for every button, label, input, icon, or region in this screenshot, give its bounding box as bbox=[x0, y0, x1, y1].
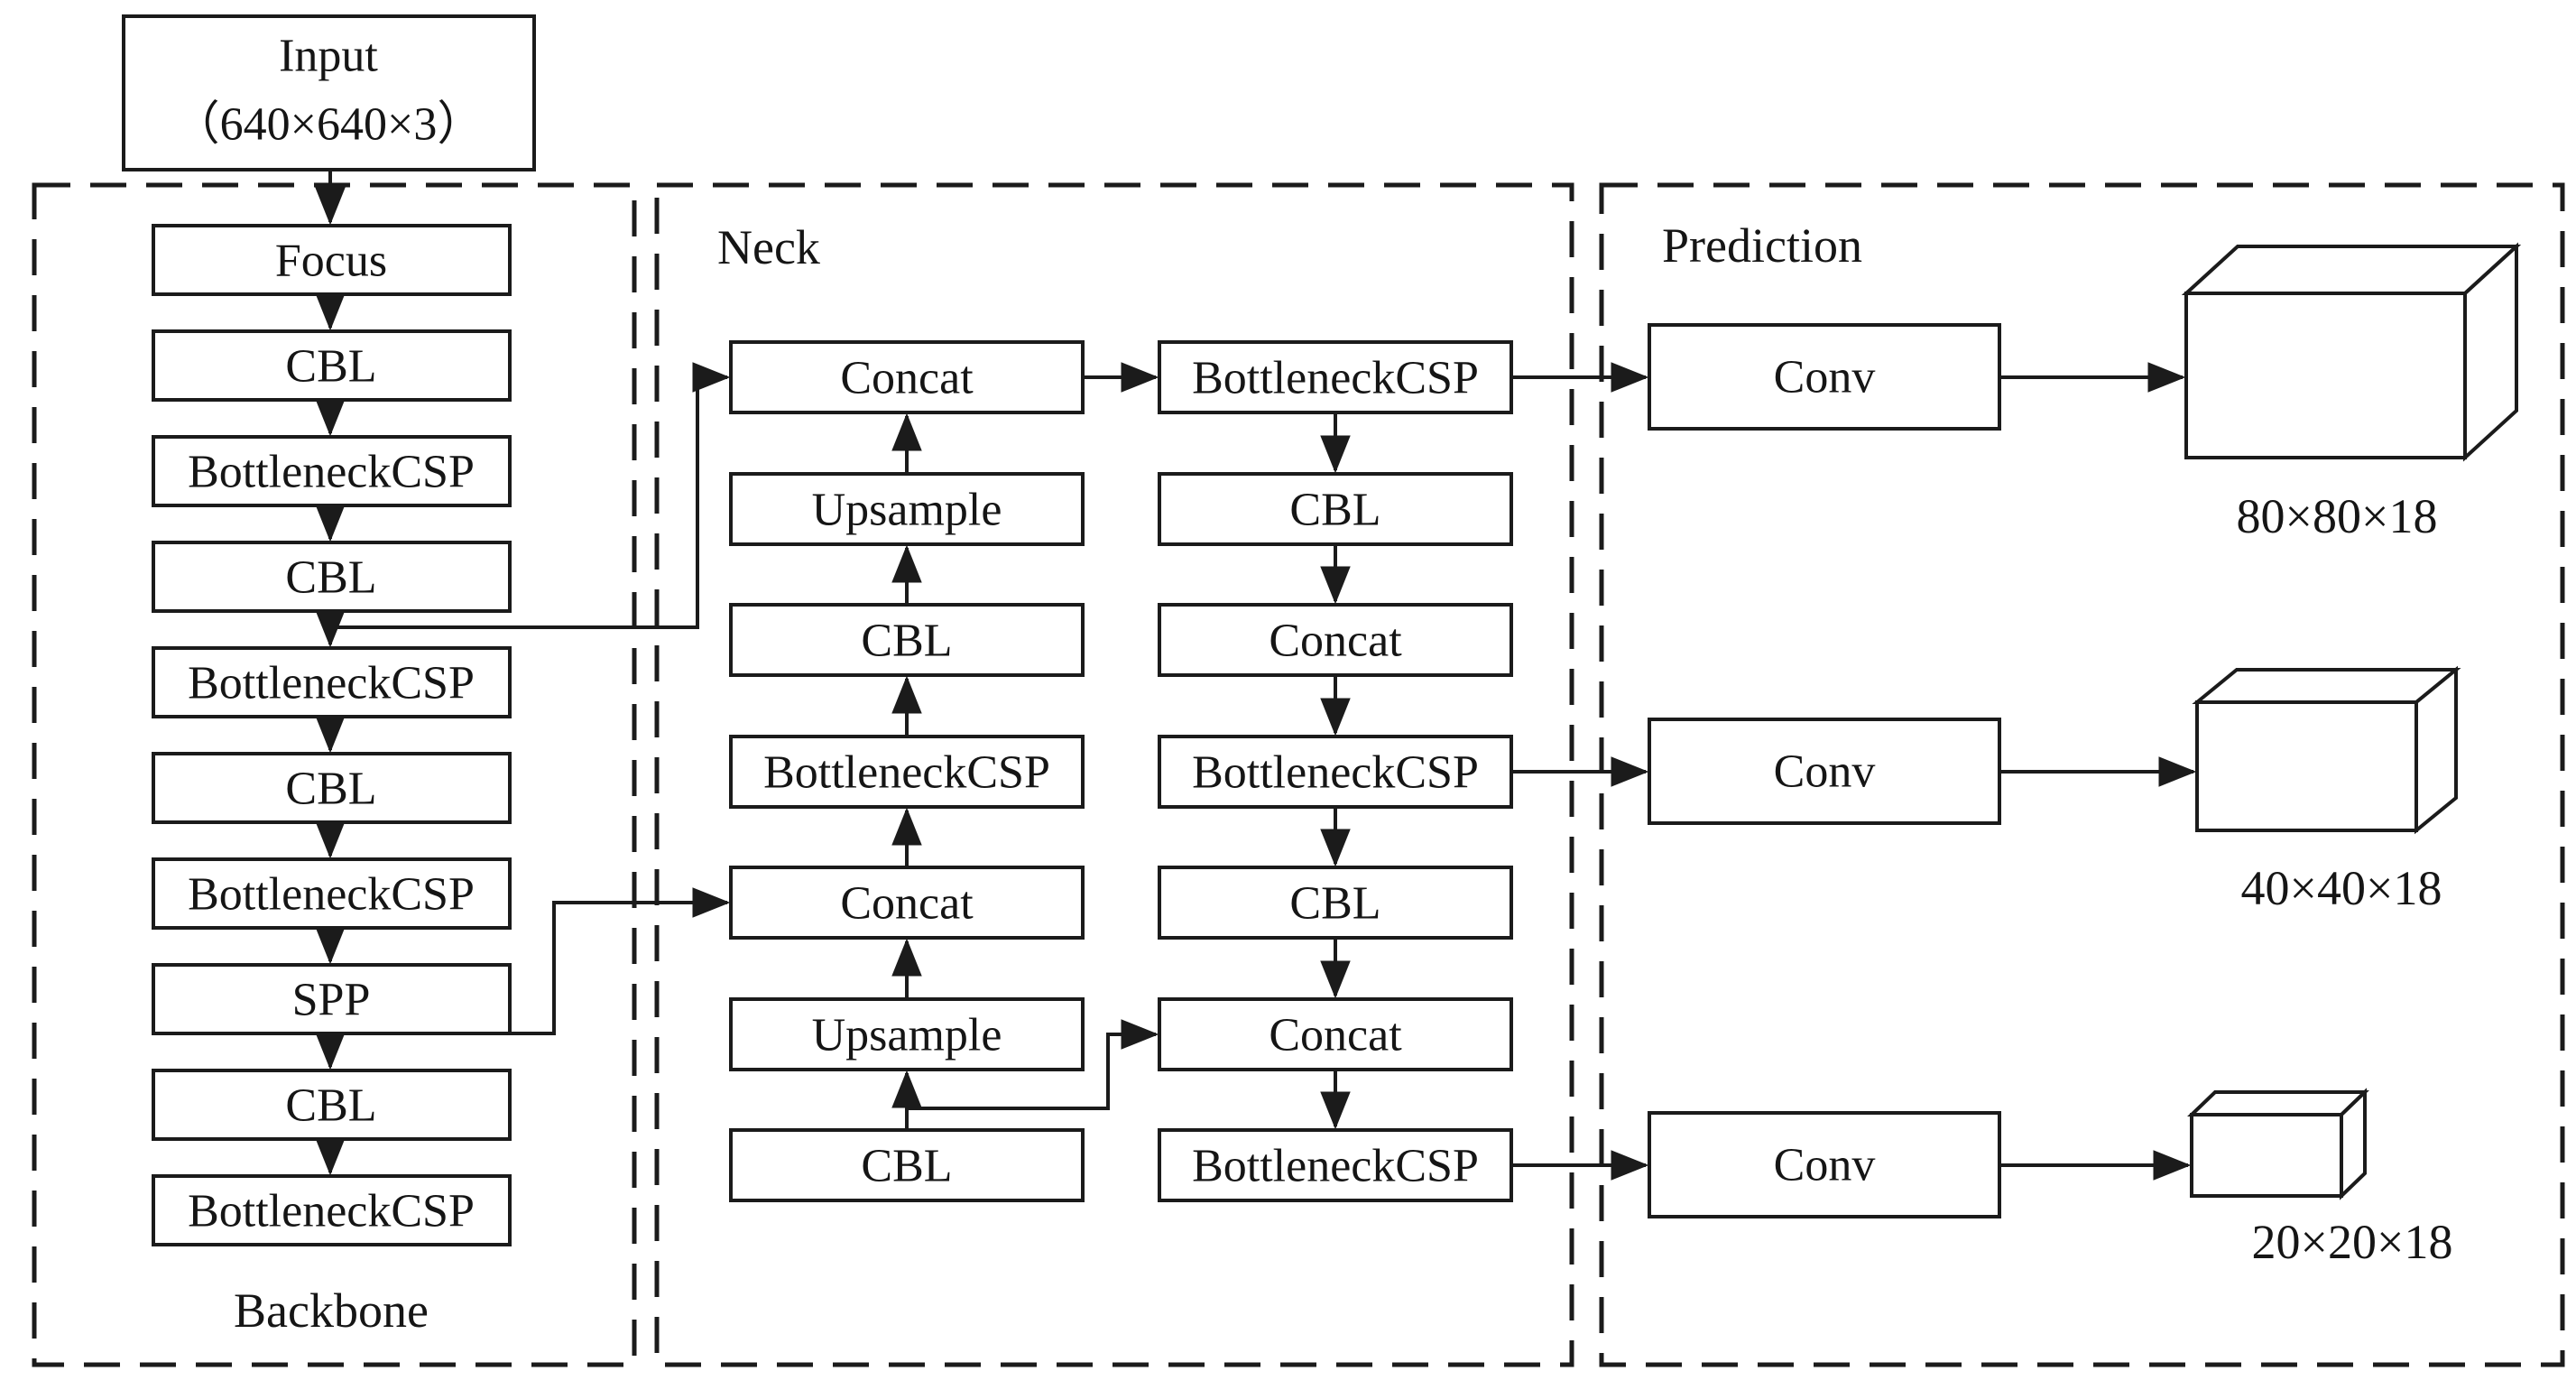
skip-connection-spp-to-concat-mid bbox=[510, 887, 731, 1035]
neck-left-node-bottleneckcsp: BottleneckCSP bbox=[729, 735, 1085, 809]
neck-left-node-upsample-2: Upsample bbox=[729, 997, 1085, 1071]
neck-right-node-concat-2: Concat bbox=[1158, 997, 1513, 1071]
node-label: CBL bbox=[1289, 485, 1380, 536]
backbone-node-bottleneckcsp-3: BottleneckCSP bbox=[152, 857, 512, 930]
prediction-node-conv-3: Conv bbox=[1648, 1111, 2001, 1218]
node-label: Input bbox=[279, 31, 378, 82]
node-label: BottleneckCSP bbox=[763, 747, 1050, 799]
node-box bbox=[1648, 718, 2001, 825]
output-tensor-cube-20: 20×20×18 bbox=[2187, 1088, 2453, 1269]
node-box bbox=[152, 857, 512, 930]
neck-right-node-cbl-1: CBL bbox=[1158, 472, 1513, 546]
node-box bbox=[152, 646, 512, 718]
output-dimension-label: 40×40×18 bbox=[2241, 861, 2442, 915]
node-box bbox=[1158, 866, 1513, 940]
cube-front-face bbox=[2190, 1113, 2343, 1198]
neck-title: Neck bbox=[717, 220, 820, 274]
node-label: Concat bbox=[840, 353, 974, 404]
node-label: BottleneckCSP bbox=[188, 447, 475, 498]
node-box bbox=[1158, 472, 1513, 546]
backbone-node-cbl-2: CBL bbox=[152, 541, 512, 613]
node-box bbox=[1648, 1111, 2001, 1218]
backbone-node-spp: SPP bbox=[152, 963, 512, 1035]
cube-top-face bbox=[2181, 245, 2522, 295]
node-label: CBL bbox=[285, 764, 376, 815]
output-tensor-cube-80: 80×80×18 bbox=[2181, 242, 2522, 543]
node-box bbox=[152, 435, 512, 507]
neck-left-node-concat-top: Concat bbox=[729, 340, 1085, 414]
neck-left-node-upsample-1: Upsample bbox=[729, 472, 1085, 546]
node-label: Concat bbox=[840, 878, 974, 930]
neck-left-node-cbl-2: CBL bbox=[729, 1128, 1085, 1202]
skip-connection-cbl-to-concat-bottom bbox=[907, 1019, 1159, 1110]
node-box bbox=[729, 472, 1085, 546]
output-dimension-label: 80×80×18 bbox=[2237, 489, 2438, 543]
backbone-node-bottleneckcsp-1: BottleneckCSP bbox=[152, 435, 512, 507]
backbone-node-focus: Focus bbox=[152, 224, 512, 296]
node-box bbox=[152, 752, 512, 824]
node-label: Conv bbox=[1774, 1140, 1876, 1191]
node-label: Concat bbox=[1269, 1010, 1402, 1061]
backbone-node-cbl-3: CBL bbox=[152, 752, 512, 824]
backbone-node-cbl-1: CBL bbox=[152, 329, 512, 402]
node-label: BottleneckCSP bbox=[188, 658, 475, 709]
node-box bbox=[729, 997, 1085, 1071]
node-label: SPP bbox=[292, 975, 371, 1026]
node-label: Upsample bbox=[812, 1010, 1002, 1061]
node-label: BottleneckCSP bbox=[1192, 747, 1479, 799]
node-box bbox=[152, 963, 512, 1035]
node-label: CBL bbox=[861, 616, 952, 667]
node-label: CBL bbox=[861, 1141, 952, 1192]
node-label: Focus bbox=[275, 236, 387, 287]
node-box bbox=[152, 329, 512, 402]
prediction-title: Prediction bbox=[1662, 218, 1862, 273]
neck-right-node-cbl-2: CBL bbox=[1158, 866, 1513, 940]
cube-top-face bbox=[2187, 1090, 2369, 1116]
neck-left-node-cbl-1: CBL bbox=[729, 603, 1085, 677]
node-box bbox=[729, 340, 1085, 414]
neck-left-node-concat-mid: Concat bbox=[729, 866, 1085, 940]
input-node: Input （640×640×3） bbox=[122, 14, 536, 171]
backbone-node-bottleneckcsp-2: BottleneckCSP bbox=[152, 646, 512, 718]
node-box bbox=[729, 603, 1085, 677]
node-label: Conv bbox=[1774, 746, 1876, 798]
output-dimension-label: 20×20×18 bbox=[2252, 1215, 2453, 1269]
neck-right-node-concat-1: Concat bbox=[1158, 603, 1513, 677]
node-box bbox=[152, 1174, 512, 1246]
node-label: CBL bbox=[285, 552, 376, 604]
prediction-node-conv-1: Conv bbox=[1648, 323, 2001, 431]
skip-connection-backbone-to-concat-top bbox=[330, 362, 731, 629]
cube-top-face bbox=[2192, 668, 2461, 704]
node-box bbox=[729, 866, 1085, 940]
node-label: CBL bbox=[285, 341, 376, 393]
cube-front-face bbox=[2195, 700, 2418, 832]
node-label: Upsample bbox=[812, 485, 1002, 536]
neck-section-border bbox=[654, 182, 1574, 1367]
node-label: Conv bbox=[1774, 352, 1876, 403]
cube-front-face bbox=[2184, 292, 2467, 459]
node-box bbox=[1158, 1128, 1513, 1202]
node-box bbox=[122, 14, 536, 171]
output-tensor-cube-40: 40×40×18 bbox=[2192, 665, 2461, 915]
node-label: BottleneckCSP bbox=[1192, 353, 1479, 404]
backbone-node-cbl-4: CBL bbox=[152, 1069, 512, 1141]
prediction-node-conv-2: Conv bbox=[1648, 718, 2001, 825]
node-box bbox=[729, 1128, 1085, 1202]
neck-right-node-bottleneckcsp-2: BottleneckCSP bbox=[1158, 735, 1513, 809]
node-label: BottleneckCSP bbox=[1192, 1141, 1479, 1192]
node-label: BottleneckCSP bbox=[188, 1186, 475, 1237]
node-label: CBL bbox=[285, 1080, 376, 1132]
node-label: BottleneckCSP bbox=[188, 869, 475, 921]
node-box bbox=[1158, 735, 1513, 809]
node-box bbox=[1158, 340, 1513, 414]
backbone-section-border bbox=[32, 182, 637, 1367]
neck-right-node-bottleneckcsp-3: BottleneckCSP bbox=[1158, 1128, 1513, 1202]
prediction-section-border bbox=[1599, 182, 2565, 1367]
neck-right-node-bottleneckcsp-1: BottleneckCSP bbox=[1158, 340, 1513, 414]
node-label: CBL bbox=[1289, 878, 1380, 930]
node-label: Concat bbox=[1269, 616, 1402, 667]
backbone-node-bottleneckcsp-4: BottleneckCSP bbox=[152, 1174, 512, 1246]
node-sublabel: （640×640×3） bbox=[173, 99, 485, 151]
backbone-title: Backbone bbox=[234, 1283, 429, 1338]
